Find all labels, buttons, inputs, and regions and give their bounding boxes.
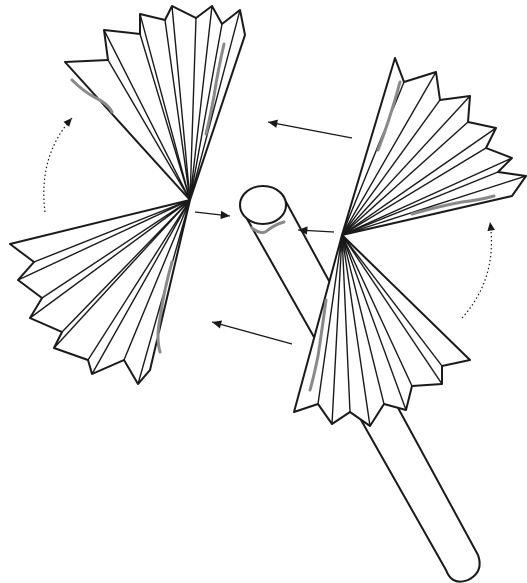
right-fan-upper	[342, 58, 526, 235]
arrow-left-icon	[212, 322, 292, 344]
curved-arrow-icon	[462, 222, 491, 318]
dowel-end-cap	[240, 186, 286, 224]
arrow-left-icon	[298, 230, 334, 232]
arrow-left-icon	[268, 122, 352, 138]
curved-arrow-icon	[44, 118, 72, 212]
left-fan-lower	[10, 200, 190, 384]
arrow-right-icon	[195, 212, 230, 216]
left-fan-upper	[65, 6, 245, 200]
